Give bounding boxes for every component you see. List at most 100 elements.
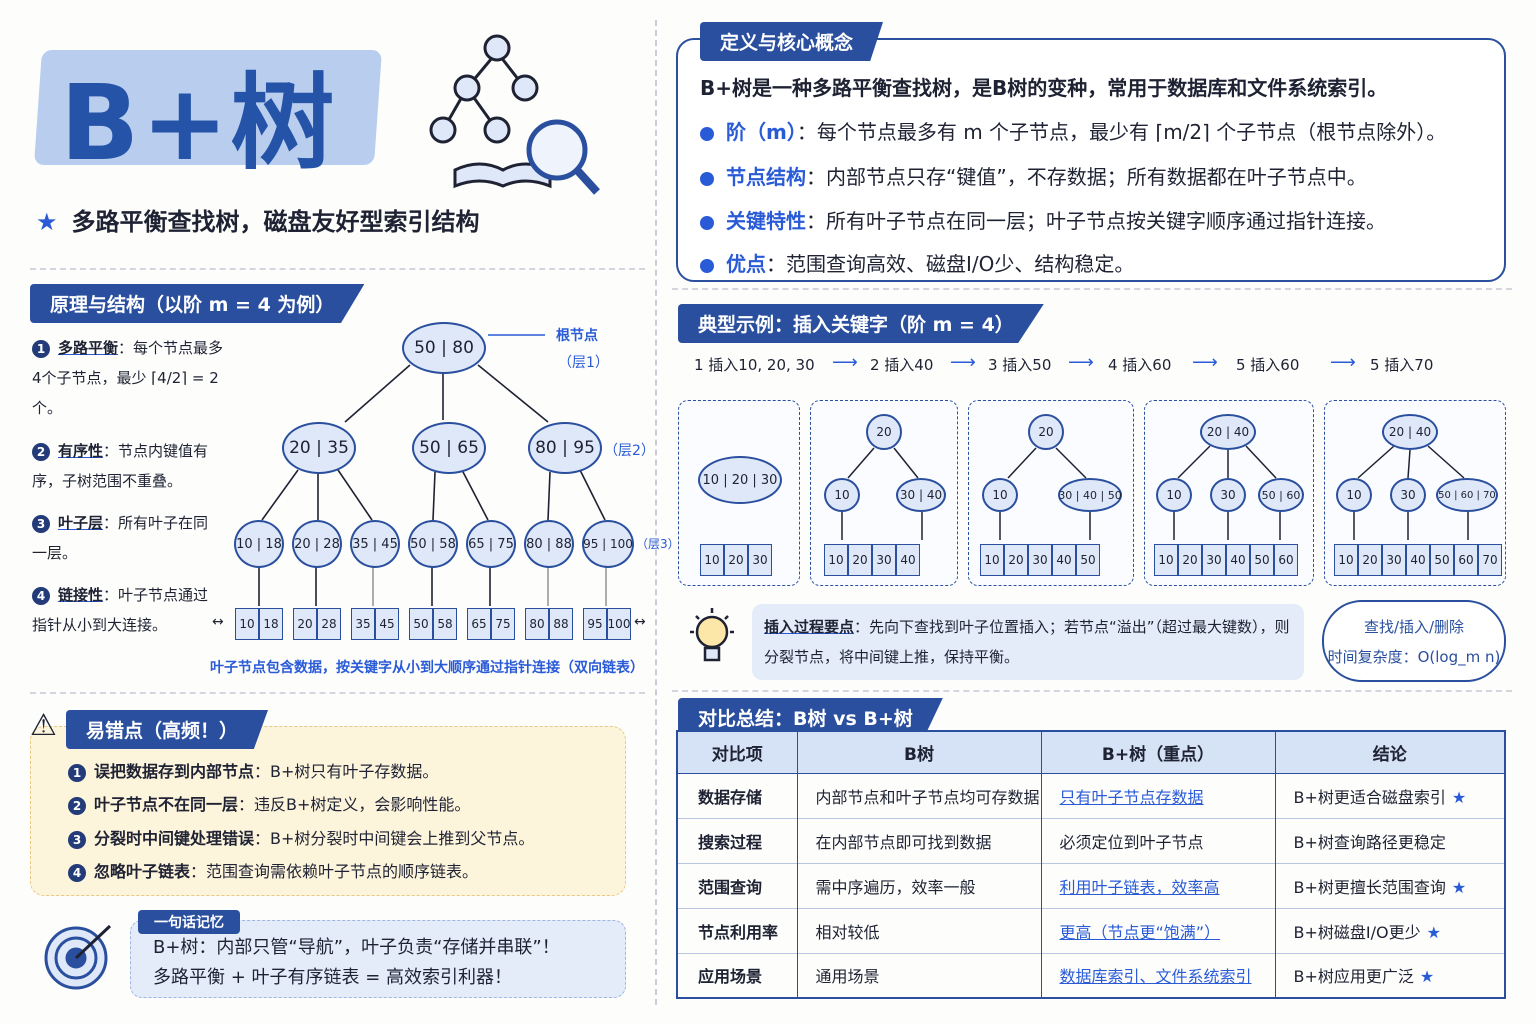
arrow-right-icon: ⟶ <box>832 352 858 373</box>
table-cell: 通用场景 <box>796 952 1041 998</box>
leaf-cell: 10 <box>1154 544 1178 576</box>
tree-node: 10 | 18 <box>234 520 284 568</box>
leaf-row: 10 20 30 40 50 60 <box>1154 544 1298 576</box>
leaf-cell: 60 <box>1274 544 1298 576</box>
leaf-cell: 28 <box>317 608 341 640</box>
table-row: 应用场景 通用场景 数据库索引、文件系统索引 B+树应用更广泛★ <box>677 952 1505 998</box>
leaf-linked-list: 10 18 20 28 35 45 50 58 65 75 80 88 95 1… <box>235 608 631 640</box>
leaf-cell: 35 <box>351 608 375 640</box>
root-node: 50 | 80 <box>402 322 486 374</box>
tree-node: 30 <box>1390 478 1426 512</box>
leaf-cell: 10 <box>980 544 1004 576</box>
leaf-cell: 10 <box>235 608 259 640</box>
tree-node: 50 | 65 <box>412 422 486 474</box>
leaf-cell: 20 <box>1178 544 1202 576</box>
section-tag-pitfalls: 易错点（高频！） <box>66 710 269 749</box>
tree-node: 50 | 60 <box>1258 478 1304 512</box>
table-header-row: 对比项 B树 B+树（重点） 结论 <box>676 730 1506 774</box>
panel-edges <box>841 447 923 540</box>
tree-node: 20 | 40 <box>1382 414 1438 450</box>
step-label: 5 插入60 <box>1236 356 1300 374</box>
leaf-cell: 30 <box>748 544 772 576</box>
warning-icon: ⚠ <box>30 708 57 743</box>
leaf-caption: 叶子节点包含数据，按关键字从小到大顺序通过指针连接（双向链表） <box>210 660 644 676</box>
bullet-icon <box>700 171 714 186</box>
star-icon: ★ <box>1426 922 1441 942</box>
tree-node: 10 | 20 | 30 <box>698 456 782 504</box>
leaf-cell: 30 <box>872 544 896 576</box>
tree-node: 20 | 28 <box>292 520 342 568</box>
tree-node: 80 | 88 <box>524 520 574 568</box>
leaf-cell: 20 <box>293 608 317 640</box>
leaf-cell: 65 <box>467 608 491 640</box>
tree-magnifier-icon <box>429 34 600 195</box>
arrow-right-icon: ⟶ <box>950 352 976 373</box>
layer-label: （层2） <box>604 443 655 459</box>
table-cell: 范围查询 <box>677 862 797 908</box>
double-arrow-icon: ↔ <box>212 614 224 630</box>
leaf-cell: 10 <box>700 544 724 576</box>
leaf-cell: 50 <box>1430 544 1454 576</box>
bullet-icon <box>700 215 714 230</box>
lightbulb-icon <box>690 608 734 662</box>
table-row: 搜索过程 在内部节点即可找到数据 必须定位到叶子节点 B+树查询路径更稳定 <box>677 817 1505 863</box>
leaf-cell: 40 <box>896 544 920 576</box>
leaf-cell: 10 <box>824 544 848 576</box>
arrow-right-icon: ⟶ <box>1068 352 1094 373</box>
table-cell: B+树查询路径更稳定 <box>1274 817 1505 863</box>
tree-node: 50 | 60 | 70 <box>1436 478 1498 512</box>
section-tag-principle: 原理与结构（以阶 m = 4 为例） <box>30 284 365 323</box>
definition-intro: B+树是一种多路平衡查找树，是B树的变种，常用于数据库和文件系统索引。 <box>700 76 1388 100</box>
complexity-cloud: 查找/插入/删除时间复杂度：O(log_m n) <box>1322 600 1506 682</box>
table-row: 范围查询 需中序遍历，效率一般 利用叶子链表，效率高 B+树更擅长范围查询★ <box>677 862 1505 908</box>
step-label: 3 插入50 <box>988 356 1052 374</box>
tree-node: 10 <box>1156 478 1192 512</box>
table-cell: B+树更擅长范围查询★ <box>1274 862 1505 908</box>
leaf-cell: 50 <box>1250 544 1274 576</box>
leaf-cell: 80 <box>525 608 549 640</box>
leaf-cell: 30 <box>1028 544 1052 576</box>
definition-item: 节点结构：内部节点只存“键值”，不存数据；所有数据都在叶子节点中。 <box>700 161 1367 190</box>
tree-node: 80 | 95 <box>528 422 602 474</box>
table-header: 结论 <box>1274 730 1506 774</box>
divider <box>672 690 1512 692</box>
root-label: 根节点 <box>556 328 598 344</box>
leaf-cell: 10 <box>1334 544 1358 576</box>
table-cell: 利用叶子链表，效率高 <box>1040 862 1275 908</box>
target-icon <box>44 924 112 990</box>
leaf-cell: 20 <box>848 544 872 576</box>
arrow-right-icon: ⟶ <box>1192 352 1218 373</box>
page-title: B+树 <box>60 62 337 184</box>
arrow-right-icon: ⟶ <box>1330 352 1356 373</box>
definition-item: 关键特性：所有叶子节点在同一层；叶子节点按关键字顺序通过指针连接。 <box>700 205 1386 234</box>
star-icon: ★ <box>1419 967 1435 987</box>
table-cell: 搜索过程 <box>677 817 797 863</box>
divider <box>672 288 1512 290</box>
tree-node: 20 <box>1028 414 1064 450</box>
table-cell: 只有叶子节点存数据 <box>1040 772 1275 818</box>
table-row: 节点利用率 相对较低 更高（节点更“饱满”） B+树磁盘I/O更少★ <box>677 907 1505 953</box>
definition-box <box>676 38 1506 282</box>
table-cell: 数据库索引、文件系统索引 <box>1040 952 1275 998</box>
panel-edges <box>1353 445 1469 540</box>
leaf-cell: 60 <box>1454 544 1478 576</box>
step-label: 2 插入40 <box>870 356 934 374</box>
column-divider <box>655 20 657 1005</box>
leaf-cell: 20 <box>1004 544 1028 576</box>
layer-label: （层3） <box>636 537 680 551</box>
table-header: 对比项 <box>676 730 798 774</box>
leaf-cell: 18 <box>259 608 283 640</box>
star-icon: ★ <box>1451 877 1467 897</box>
tree-node: 20 | 40 <box>1200 414 1256 450</box>
step-label: 4 插入60 <box>1108 356 1172 374</box>
step-label: 5 插入70 <box>1370 356 1434 374</box>
comparison-table: 对比项 B树 B+树（重点） 结论 数据存储 内部节点和叶子节点均可存数据 只有… <box>676 730 1506 999</box>
leaf-cell: 40 <box>1406 544 1430 576</box>
table-cell: 更高（节点更“饱满”） <box>1040 907 1275 953</box>
